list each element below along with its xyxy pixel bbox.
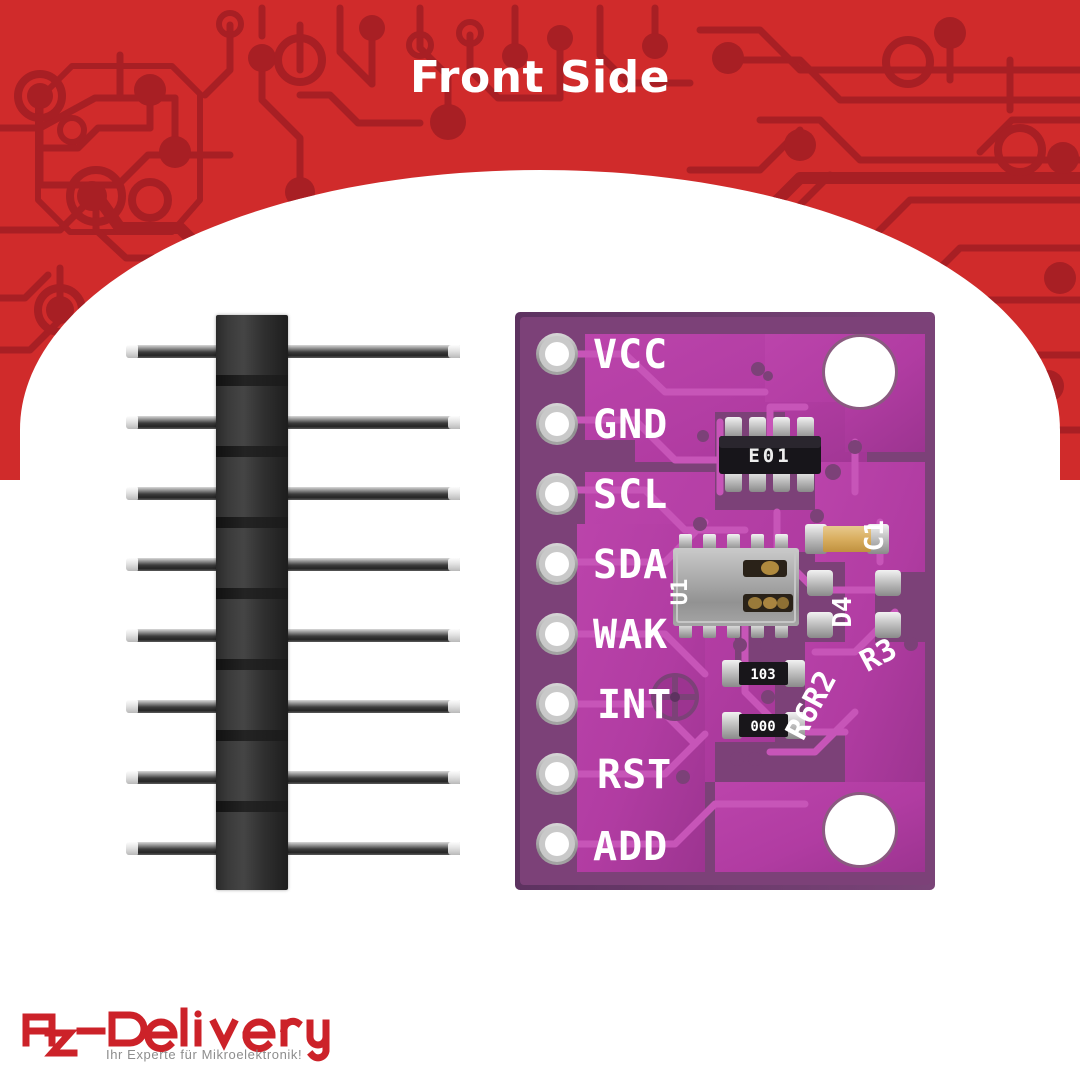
header-pin	[130, 842, 460, 855]
header-pin-tip	[448, 842, 460, 855]
header-pin	[130, 558, 460, 571]
pcb-module: E01	[515, 312, 935, 890]
header-pin-tip	[126, 842, 138, 855]
header-pin	[130, 416, 460, 429]
header-pin-tip	[126, 771, 138, 784]
pin-label-sda: SDA	[593, 542, 668, 588]
pcb-pin-holes	[536, 333, 578, 865]
header-pin-tip	[448, 345, 460, 358]
header-pin	[130, 487, 460, 500]
header-body-notch	[216, 375, 288, 386]
sensor-ic	[673, 534, 799, 638]
component-label-u1: U1	[668, 579, 693, 606]
header-pin-tip	[126, 487, 138, 500]
header-body-notch	[216, 588, 288, 599]
component-marking-000: 000	[750, 719, 775, 735]
header-pin-tip	[448, 629, 460, 642]
header-pin-tip	[126, 345, 138, 358]
header-pin-tip	[126, 558, 138, 571]
capacitor-c1	[805, 524, 889, 554]
pin-label-gnd: GND	[593, 402, 668, 448]
page-title: Front Side	[410, 52, 670, 103]
header-pin-tip	[448, 771, 460, 784]
brand-logo: Ihr Experte für Mikroelektronik!	[18, 995, 348, 1065]
solder-pads-d4-r3	[807, 570, 901, 638]
resistor-103: 103	[722, 660, 805, 687]
header-pin-tip	[448, 700, 460, 713]
pcb-silkscreen-pin-labels: VCC GND SCL SDA WAK INT RST ADD	[593, 332, 672, 870]
header-pin-tip	[448, 487, 460, 500]
header-body-notch	[216, 659, 288, 670]
component-marking-e01: E01	[748, 445, 791, 467]
header-pin	[130, 345, 460, 358]
header-pin-tip	[126, 629, 138, 642]
pin-label-rst: RST	[597, 752, 672, 798]
test-pad	[651, 673, 699, 721]
mounting-hole	[822, 334, 898, 410]
header-pin	[130, 700, 460, 713]
header-pin-tip	[448, 558, 460, 571]
header-pin	[130, 771, 460, 784]
component-label-c1: C1	[860, 520, 890, 551]
resistor-array-e01: E01	[719, 417, 821, 492]
pin-label-scl: SCL	[593, 472, 668, 518]
header-body-notch	[216, 517, 288, 528]
header-pin-tip	[126, 416, 138, 429]
header-pin-tip	[126, 700, 138, 713]
header-pin-tip	[448, 416, 460, 429]
header-body-notch	[216, 730, 288, 741]
header-body-notch	[216, 801, 288, 812]
pin-label-wak: WAK	[593, 612, 668, 658]
pin-label-int: INT	[597, 682, 672, 728]
component-label-d4: D4	[828, 596, 858, 627]
component-marking-103: 103	[750, 667, 775, 683]
male-pin-header	[118, 315, 473, 890]
header-body-notch	[216, 446, 288, 457]
pin-label-add: ADD	[593, 824, 668, 870]
mounting-hole	[822, 792, 898, 868]
resistor-000: 000	[722, 712, 805, 739]
pin-label-vcc: VCC	[593, 332, 668, 378]
header-plastic-body	[216, 315, 288, 890]
header-pin	[130, 629, 460, 642]
brand-tagline: Ihr Experte für Mikroelektronik!	[106, 1047, 302, 1062]
